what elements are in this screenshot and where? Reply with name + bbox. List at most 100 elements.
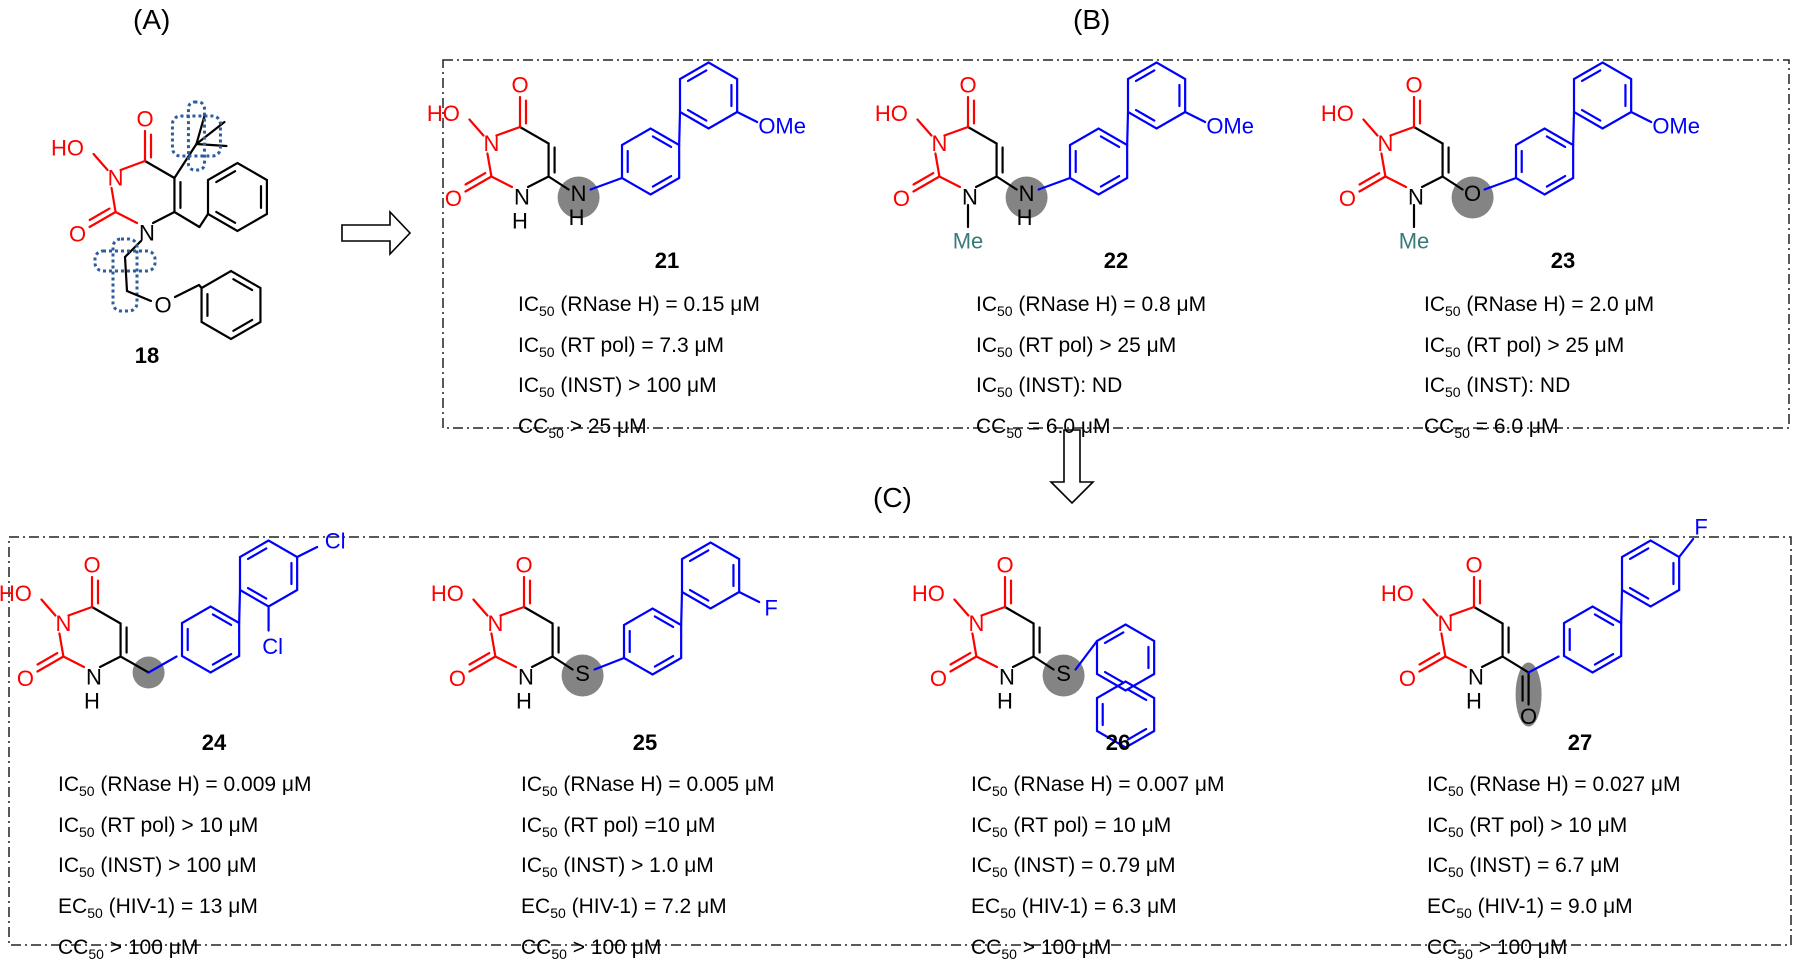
carbonyl-oxygen: O [511,73,528,98]
methyl-group: Me [953,229,984,254]
bond [916,118,933,137]
amine-hydrogen: H [997,689,1013,714]
bond [547,175,570,191]
bond [114,210,139,225]
activity-line: EC50 (HIV-1) = 7.2 μM [521,895,727,922]
compound-label-21: 21 [654,248,680,273]
benzene-ring [180,605,241,674]
bond [119,159,147,172]
bond [246,547,268,561]
bond [468,655,497,673]
hydroxyl-group: HO [431,581,464,606]
bond [1483,176,1518,191]
bond [593,656,626,671]
bond [495,125,522,137]
benzene-ring [620,127,681,196]
bond [110,186,117,214]
benzene-ring [1514,127,1575,196]
carbonyl-oxygen: O [930,666,947,691]
amine-hydrogen: H [1017,205,1033,230]
bond [686,69,708,83]
bond [1358,172,1381,186]
activity-line: IC50 (RNase H) = 0.027 μM [1427,773,1681,800]
activity-line: IC50 (RT pol) > 10 μM [1427,813,1628,840]
bond [1126,727,1148,741]
bond [215,210,237,224]
bond [1480,655,1504,669]
activity-line: IC50 (RNase H) = 0.005 μM [521,773,775,800]
activity-line: EC50 (HIV-1) = 13 μM [58,895,258,922]
bond [173,142,198,180]
ring-nitrogen: N [1377,131,1393,156]
linker-highlight [557,176,600,219]
bond [1472,605,1504,625]
bond [211,613,233,627]
bond [1420,175,1444,189]
bond [530,655,554,669]
bond [1037,176,1072,191]
down-arrow [1049,429,1095,505]
amine-hydrogen: H [569,205,585,230]
fluorine-atom: F [764,596,777,621]
bond [686,108,708,122]
bond [123,239,143,259]
bond [1628,547,1650,561]
ring-nitrogen: N [108,166,124,191]
bond [1126,110,1130,147]
bond [1032,655,1055,671]
activity-line: IC50 (INST) = 0.79 μM [971,854,1176,881]
benzene-ring [1126,61,1187,130]
linker-atom: N [1019,181,1035,206]
bond [551,655,574,671]
benzene-ring [1068,127,1129,196]
activity-line: IC50 (INST) = 6.7 μM [1427,854,1620,881]
bond [62,655,86,669]
chlorine-atom: Cl [262,634,283,659]
bond [953,598,970,617]
bond [296,545,319,559]
amine-hydrogen: H [84,689,100,714]
bond [238,588,242,625]
activity-line: IC50 (RT pol) > 25 μM [976,333,1177,360]
carbonyl-oxygen: O [449,666,466,691]
cut-marker [170,114,222,158]
compound-label-25: 25 [632,730,658,755]
bond [198,212,210,229]
methoxy-group: OMe [1652,114,1700,139]
sulfur-atom: S [575,661,590,686]
bond [486,152,493,178]
bond [1418,655,1447,673]
sulfur-atom: S [1056,661,1071,686]
ether-oxygen: O [154,293,171,318]
bond [1412,125,1444,145]
bond [912,172,935,186]
activity-line: IC50 (RNase H) = 0.007 μM [971,773,1225,800]
bond [98,655,122,669]
linker-highlight [1042,654,1085,697]
bond [36,655,65,673]
bond [1126,688,1148,702]
bond [943,125,970,137]
bond [995,175,1018,191]
bond [1593,613,1615,627]
activity-line: CC50 > 100 μM [521,935,662,962]
activity-line: IC50 (RNase H) = 0.009 μM [58,773,312,800]
bond [464,175,493,193]
bond [246,586,268,600]
bond [912,175,941,193]
bond [980,605,1007,617]
bond [143,159,176,180]
benzene-ring [200,269,262,341]
activity-line: IC50 (INST) > 100 μM [58,854,257,881]
compound-label-26: 26 [1105,730,1131,755]
bond [67,605,94,617]
activity-line: IC50 (INST) > 1.0 μM [521,854,714,881]
panel-b-frame [442,59,1790,429]
bond [1099,135,1121,149]
hydroxyl-group: HO [875,101,908,126]
compound-label-23: 23 [1550,248,1576,273]
